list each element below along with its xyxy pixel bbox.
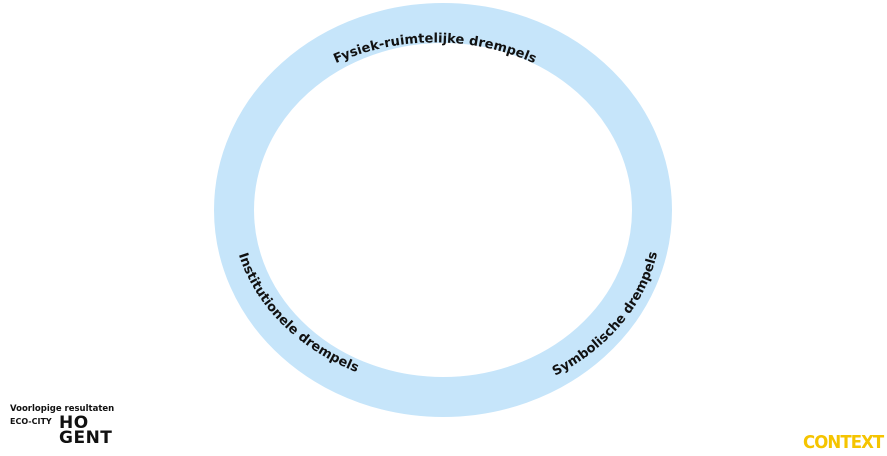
subtitle-preliminary-results: Voorlopige resultaten xyxy=(10,404,115,414)
hogent-logo-line2: GENT xyxy=(59,428,113,448)
context-logo: CONTEXT xyxy=(802,432,884,453)
hogent-logo-line1: HO xyxy=(59,413,89,433)
hogent-logo: HO GENT xyxy=(59,413,113,448)
threshold-ring xyxy=(214,3,672,417)
footer-branding: Voorlopige resultaten ECO-CITY HO GENT xyxy=(10,404,115,447)
project-name: ECO-CITY xyxy=(10,417,52,426)
